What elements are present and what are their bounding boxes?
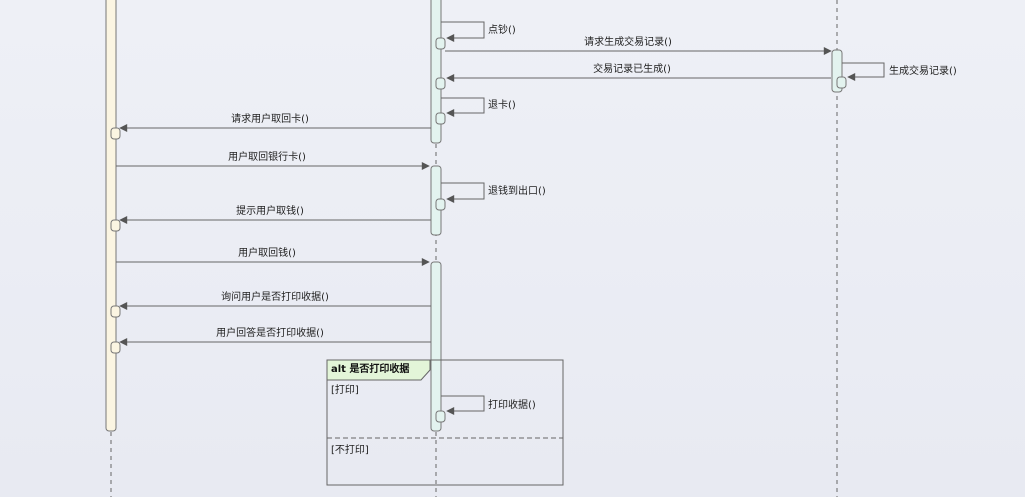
atm-activation-bar-1: [430, 0, 442, 144]
execution-spec: [836, 76, 847, 89]
self-message-arrow: [441, 182, 485, 203]
self-message-arrow: [842, 62, 885, 81]
self-message-arrow: [441, 21, 485, 42]
message-label: 用户回答是否打印收据(): [216, 326, 324, 339]
self-message-arrow: [441, 97, 485, 117]
message-label: 请求生成交易记录(): [584, 35, 672, 48]
self-message-arrow: [441, 395, 485, 415]
message-label: 退钱到出口(): [488, 184, 546, 197]
execution-spec: [435, 410, 446, 423]
alt-guard-no-print: [不打印]: [331, 443, 369, 456]
message-label: 用户取回银行卡(): [228, 150, 306, 163]
message-label: 点钞(): [488, 23, 516, 36]
message-label: 交易记录已生成(): [593, 62, 671, 75]
execution-spec: [110, 305, 121, 318]
execution-spec: [110, 219, 121, 232]
execution-spec: [110, 127, 121, 140]
execution-spec: [435, 112, 446, 125]
alt-guard-print: [打印]: [331, 383, 359, 396]
message-label: 生成交易记录(): [889, 64, 957, 77]
message-label: 请求用户取回卡(): [231, 112, 309, 125]
execution-spec: [435, 77, 446, 90]
alt-fragment-title: alt 是否打印收据: [331, 362, 409, 375]
message-label: 用户取回钱(): [238, 246, 296, 259]
message-label: 打印收据(): [488, 398, 536, 411]
user-activation-bar: [105, 0, 117, 432]
alt-fragment-frame: [326, 359, 564, 486]
execution-spec: [435, 198, 446, 211]
execution-spec: [110, 341, 121, 354]
execution-spec: [435, 37, 446, 50]
message-label: 退卡(): [488, 98, 516, 111]
message-label: 提示用户取钱(): [236, 204, 304, 217]
alt-fragment-tab: [326, 359, 431, 381]
atm-activation-bar-3: [430, 261, 442, 432]
message-label: 询问用户是否打印收据(): [221, 290, 329, 303]
